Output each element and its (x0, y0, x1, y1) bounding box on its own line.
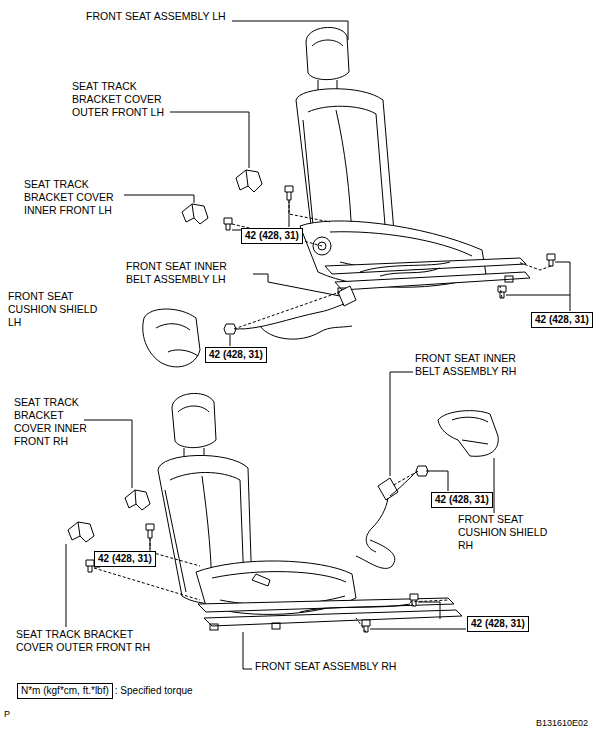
torque-value: 42 (428, 31) (467, 616, 529, 632)
part-name: SEAT TRACK BRACKET COVER OUTER FRONT LH (72, 80, 168, 119)
front-seat-rh (158, 393, 462, 630)
part-name: FRONT SEAT INNER BELT ASSEMBLY RH (415, 352, 521, 378)
torque-box: 42 (428, 31) (531, 312, 593, 328)
part-name: FRONT SEAT INNER BELT ASSEMBLY LH (126, 260, 232, 286)
front-seat-cushion-shield-lh (143, 309, 200, 367)
seat-track-bracket-cover-outer-front-rh (68, 522, 94, 542)
part-name: SEAT TRACK BRACKET COVER INNER FRONT LH (24, 178, 120, 217)
leader-lines-lh (124, 21, 570, 346)
part-name: FRONT SEAT CUSHION SHIELD RH (458, 513, 553, 552)
torque-box: 42 (428, 31) (467, 616, 529, 632)
part-name: FRONT SEAT ASSEMBLY LH (86, 10, 286, 23)
part-name: SEAT TRACK BRACKET COVER OUTER FRONT RH (16, 628, 156, 654)
torque-box: 42 (428, 31) (241, 228, 303, 244)
torque-value: 42 (428, 31) (431, 492, 493, 508)
torque-value: N*m (kgf*cm, ft.*lbf) (17, 683, 113, 699)
front-seat-inner-belt-rh (356, 472, 416, 568)
leader-lines-rh (66, 372, 494, 669)
alignment-lines-rh (94, 471, 448, 632)
page-mark: P (4, 708, 10, 721)
front-seat-cushion-shield-rh (438, 411, 498, 457)
legend-text: : Specified torque (113, 684, 195, 698)
torque-box: 42 (428, 31) (431, 492, 493, 508)
torque-value: 42 (428, 31) (241, 228, 303, 244)
seat-track-bracket-cover-inner-front-rh (125, 490, 150, 510)
front-seat-lh (296, 27, 530, 294)
torque-legend: N*m (kgf*cm, ft.*lbf): Specified torque (17, 683, 195, 699)
torque-box: 42 (428, 31) (205, 347, 267, 363)
alignment-lines-lh (232, 200, 551, 329)
front-seat-inner-belt-lh (236, 286, 356, 339)
figure-code: B131610E02 (536, 717, 588, 730)
part-name: FRONT SEAT ASSEMBLY RH (255, 660, 435, 673)
torque-value: 42 (428, 31) (94, 551, 156, 567)
torque-value: 42 (428, 31) (531, 312, 593, 328)
torque-box: 42 (428, 31) (94, 551, 156, 567)
part-name: FRONT SEAT CUSHION SHIELD LH (8, 290, 103, 329)
bolts-lh (224, 186, 555, 334)
part-name: SEAT TRACK BRACKET COVER INNER FRONT RH (14, 396, 94, 448)
torque-value: 42 (428, 31) (205, 347, 267, 363)
seat-track-bracket-cover-outer-front-lh (236, 170, 262, 192)
seat-track-bracket-cover-inner-front-lh (182, 204, 208, 224)
bolts-rh (86, 466, 428, 632)
